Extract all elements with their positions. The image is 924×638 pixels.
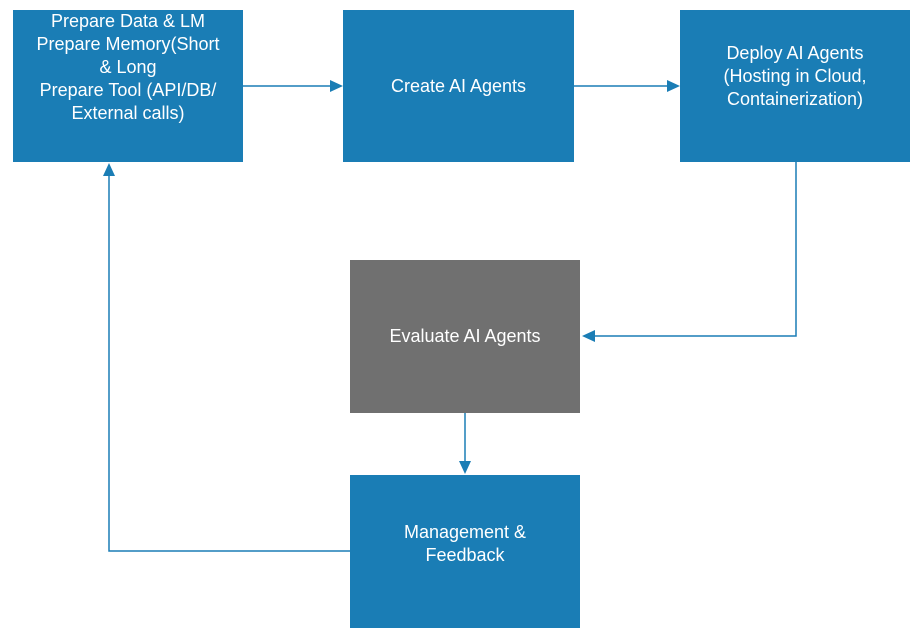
management-feedback-line-2: Feedback: [425, 544, 505, 565]
arrow-evaluate-to-management: [459, 413, 471, 474]
arrow-deploy-to-evaluate: [582, 162, 797, 342]
deploy-agents-line-2: (Hosting in Cloud,: [723, 65, 867, 86]
arrow-create-to-deploy: [574, 80, 680, 92]
arrow-management-to-prepare: [103, 163, 350, 552]
management-feedback-box: Management & Feedback: [350, 475, 580, 628]
deploy-agents-line-3: Containerization): [726, 88, 864, 109]
prepare-step-box: Prepare Data & LM Prepare Memory(Short &…: [13, 10, 243, 162]
management-feedback-line-1: Management &: [403, 521, 527, 542]
evaluate-agents-label: Evaluate AI Agents: [389, 326, 541, 346]
prepare-step-line-5: External calls): [71, 103, 185, 123]
prepare-step-line-4: Prepare Tool (API/DB/: [39, 80, 217, 100]
prepare-step-line-3: & Long: [99, 57, 157, 77]
deploy-agents-box: Deploy AI Agents (Hosting in Cloud, Cont…: [680, 10, 910, 162]
deploy-agents-line-1: Deploy AI Agents: [726, 42, 864, 63]
prepare-step-line-1: Prepare Data & LM: [50, 11, 206, 31]
evaluate-agents-box: Evaluate AI Agents: [350, 260, 580, 413]
create-agents-label: Create AI Agents: [390, 75, 527, 96]
arrow-prepare-to-create: [243, 80, 343, 92]
create-agents-box: Create AI Agents: [343, 10, 574, 162]
prepare-step-line-2: Prepare Memory(Short: [36, 34, 220, 54]
